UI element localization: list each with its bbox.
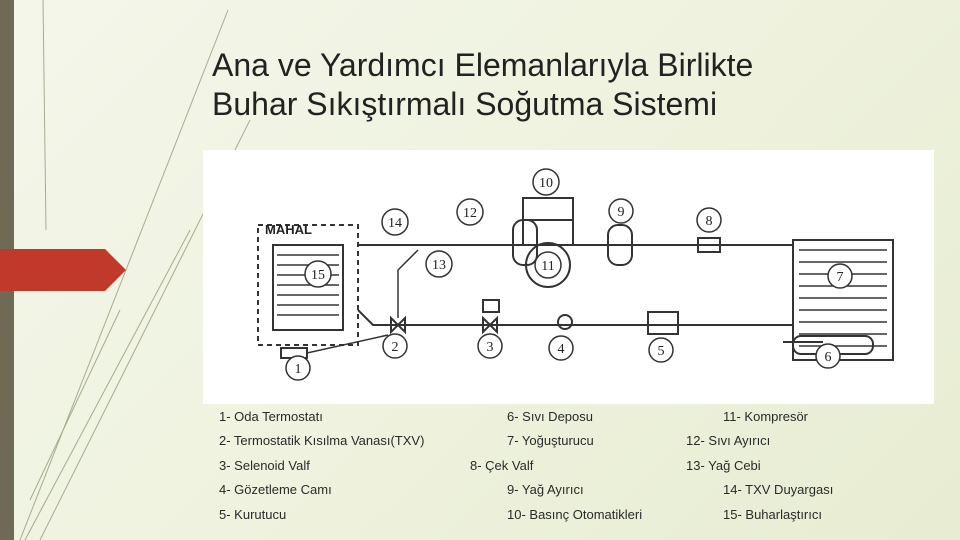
legend-item-15: 15- Buharlaştırıcı <box>723 507 822 522</box>
svg-text:13: 13 <box>432 258 446 273</box>
svg-text:12: 12 <box>463 206 477 221</box>
callout-9: 9 <box>608 198 634 224</box>
legend-item-5: 5- Kurutucu <box>219 507 287 522</box>
thermostat-wire <box>306 334 389 354</box>
legend-item-11: 11- Kompresör <box>723 409 809 424</box>
callout-6: 6 <box>815 343 841 369</box>
svg-text:1: 1 <box>295 362 302 377</box>
accent-arrow-tip <box>105 249 126 291</box>
filter-drier-symbol <box>647 311 679 335</box>
callout-4: 4 <box>548 335 574 361</box>
evaporator-fins <box>277 254 339 316</box>
legend-item-1: 1- Oda Termostatı <box>219 409 323 424</box>
sight-glass-symbol <box>557 314 573 330</box>
solenoid-coil <box>482 299 500 313</box>
legend-item-7: 7- Yoğuşturucu <box>507 433 594 448</box>
accent-arrow-body <box>0 249 105 291</box>
liquid-line <box>357 309 793 326</box>
callout-5: 5 <box>648 337 674 363</box>
check-valve-symbol <box>697 237 721 253</box>
svg-text:7: 7 <box>837 270 844 285</box>
callout-14: 14 <box>381 208 409 236</box>
slide-title: Ana ve Yardımcı Elemanlarıyla Birlikte B… <box>212 46 912 124</box>
title-line-1: Ana ve Yardımcı Elemanlarıyla Birlikte <box>212 47 754 83</box>
callout-15: 15 <box>304 260 332 288</box>
condenser-fins <box>799 249 887 347</box>
liquid-separator-tank <box>512 219 538 266</box>
svg-text:4: 4 <box>558 342 565 357</box>
legend-item-9: 9- Yağ Ayırıcı <box>507 482 584 497</box>
svg-text:2: 2 <box>392 340 399 355</box>
txv-bulb-line <box>397 249 419 318</box>
diagram-svg: MAHAL 1 2 3 4 5 6 7 8 9 10 11 12 13 14 1… <box>257 168 894 381</box>
legend-item-4: 4- Gözetleme Camı <box>219 482 332 497</box>
callout-7: 7 <box>827 263 853 289</box>
svg-text:5: 5 <box>658 344 665 359</box>
legend-item-14: 14- TXV Duyargası <box>723 482 834 497</box>
callout-2: 2 <box>382 333 408 359</box>
mahal-room-outline <box>257 224 359 346</box>
callout-3: 3 <box>477 333 503 359</box>
mahal-label: MAHAL <box>265 222 312 237</box>
svg-text:6: 6 <box>825 350 832 365</box>
callout-13: 13 <box>425 250 453 278</box>
svg-text:8: 8 <box>706 214 713 229</box>
solenoid-valve-symbol <box>482 315 498 335</box>
title-line-2: Buhar Sıkıştırmalı Soğutma Sistemi <box>212 86 718 122</box>
svg-text:14: 14 <box>388 216 402 231</box>
legend-item-10: 10- Basınç Otomatikleri <box>507 507 643 522</box>
legend-item-8: 8- Çek Valf <box>470 458 534 473</box>
legend-item-6: 6- Sıvı Deposu <box>507 409 593 424</box>
evaporator-body <box>272 244 344 331</box>
svg-text:11: 11 <box>541 259 554 274</box>
legend-item-13: 13- Yağ Cebi <box>686 458 761 473</box>
callout-8: 8 <box>696 207 722 233</box>
oil-separator-tank <box>607 224 633 266</box>
condenser-body <box>792 239 894 361</box>
callout-10: 10 <box>532 168 560 196</box>
legend-item-3: 3- Selenoid Valf <box>219 458 310 473</box>
refrigeration-diagram: MAHAL 1 2 3 4 5 6 7 8 9 10 11 12 13 14 1… <box>203 150 934 404</box>
callout-12: 12 <box>456 198 484 226</box>
pressure-switch-box <box>522 197 574 221</box>
callout-1: 1 <box>285 355 311 381</box>
callout-11: 11 <box>534 251 562 279</box>
legend-item-12: 12- Sıvı Ayırıcı <box>686 433 771 448</box>
svg-text:10: 10 <box>539 176 553 191</box>
legend-item-2: 2- Termostatik Kısılma Vanası(TXV) <box>219 433 425 448</box>
svg-text:3: 3 <box>487 340 494 355</box>
svg-text:9: 9 <box>618 205 625 220</box>
svg-text:15: 15 <box>311 268 325 283</box>
txv-valve-symbol <box>390 315 406 335</box>
